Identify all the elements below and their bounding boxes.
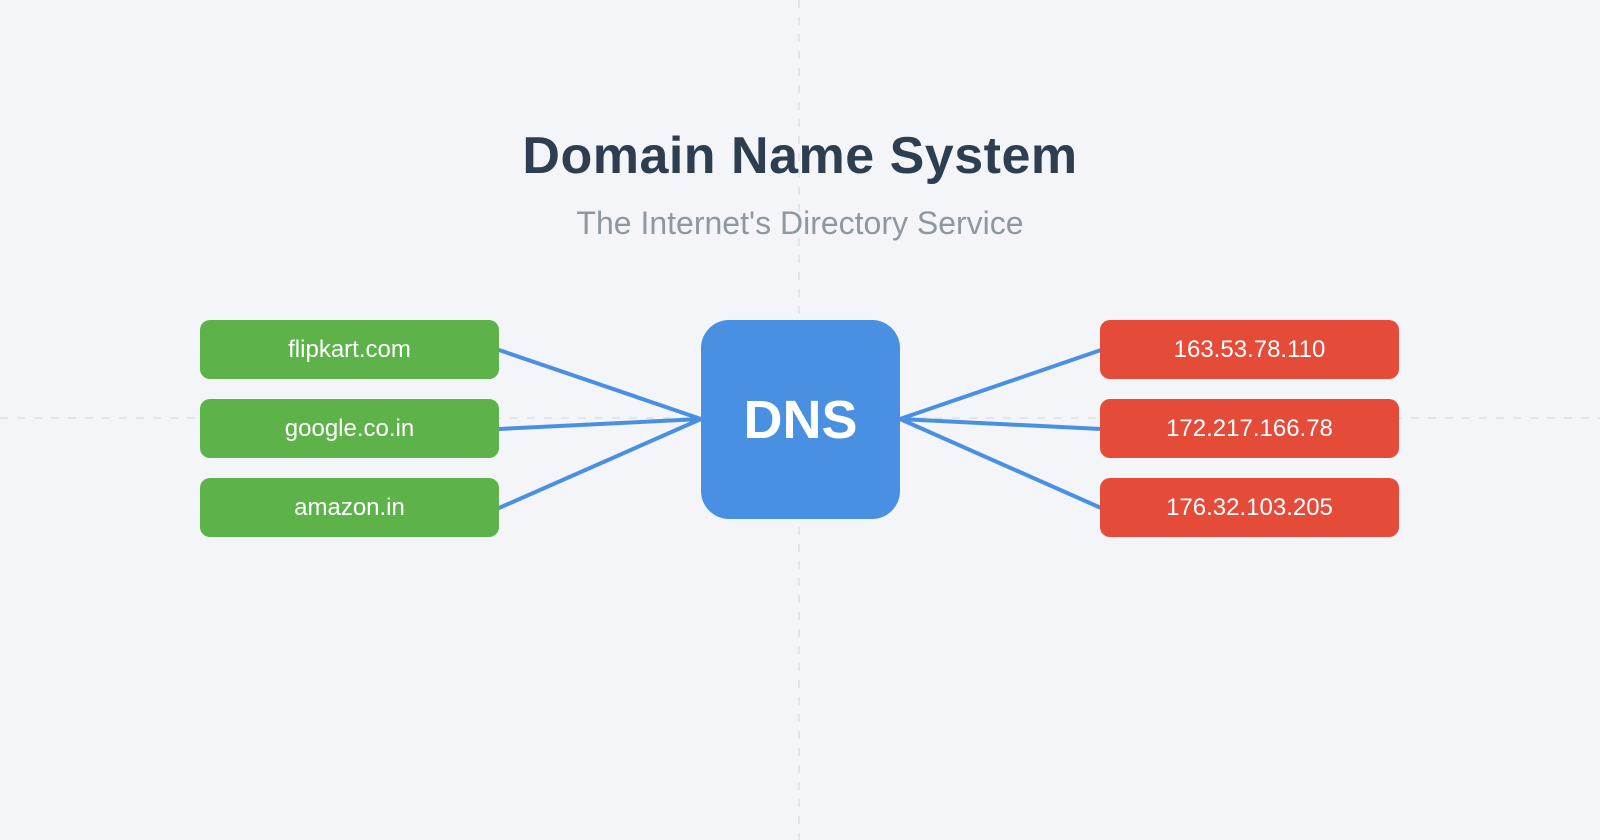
domain-node-label: amazon.in — [294, 493, 405, 521]
ip-node-2: 172.217.166.78 — [1100, 399, 1399, 458]
ip-node-1: 163.53.78.110 — [1100, 320, 1399, 379]
domain-node-amazon: amazon.in — [200, 478, 499, 537]
edge-dns-to-ip-3 — [898, 417, 1103, 510]
domain-node-label: flipkart.com — [288, 335, 411, 363]
page-subtitle: The Internet's Directory Service — [576, 205, 1024, 241]
ip-node-label: 172.217.166.78 — [1166, 414, 1333, 442]
domain-node-flipkart: flipkart.com — [200, 320, 499, 379]
edge-amazon-to-dns — [497, 417, 703, 510]
dns-node-label: DNS — [743, 389, 858, 450]
edge-dns-to-ip-2 — [898, 417, 1103, 431]
ip-node-label: 163.53.78.110 — [1173, 335, 1326, 363]
edge-flipkart-to-dns — [497, 348, 703, 421]
edge-dns-to-ip-1 — [898, 348, 1103, 421]
ip-node-label: 176.32.103.205 — [1166, 493, 1333, 521]
domain-node-google: google.co.in — [200, 399, 499, 458]
ip-node-3: 176.32.103.205 — [1100, 478, 1399, 537]
page-title: Domain Name System — [522, 127, 1078, 185]
dns-server-node: DNS — [701, 320, 900, 519]
edge-google-to-dns — [497, 417, 703, 431]
domain-node-label: google.co.in — [284, 414, 415, 442]
